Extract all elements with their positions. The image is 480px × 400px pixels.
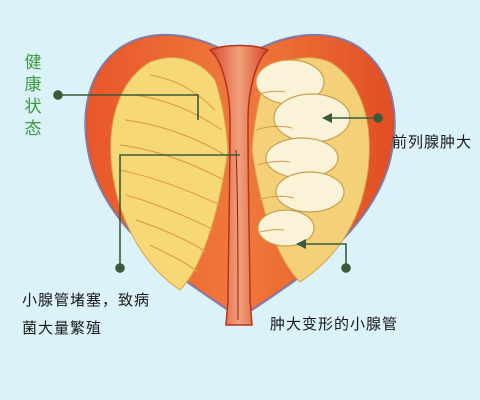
blocked-ducts-label-line2: 菌大量繁殖	[22, 319, 103, 337]
healthy-ducts	[119, 74, 226, 273]
deformed-ducts-label: 肿大变形的小腺管	[270, 315, 399, 333]
blocked-ducts-label-line1: 小腺管堵塞，致病	[22, 291, 151, 309]
pointer-blocked	[115, 154, 240, 273]
deformed-ducts-lobes	[255, 59, 351, 247]
enlarged-prostate-label: 前列腺肿大	[392, 133, 473, 151]
pointer-healthy	[53, 90, 199, 120]
pointer-enlarged	[322, 113, 383, 123]
healthy-state-label: 健康状态	[24, 53, 42, 139]
urethra-lumen	[235, 149, 239, 321]
pointer-deformed	[296, 239, 351, 273]
urethra	[208, 44, 270, 326]
deformed-ducts-lines	[254, 90, 295, 233]
